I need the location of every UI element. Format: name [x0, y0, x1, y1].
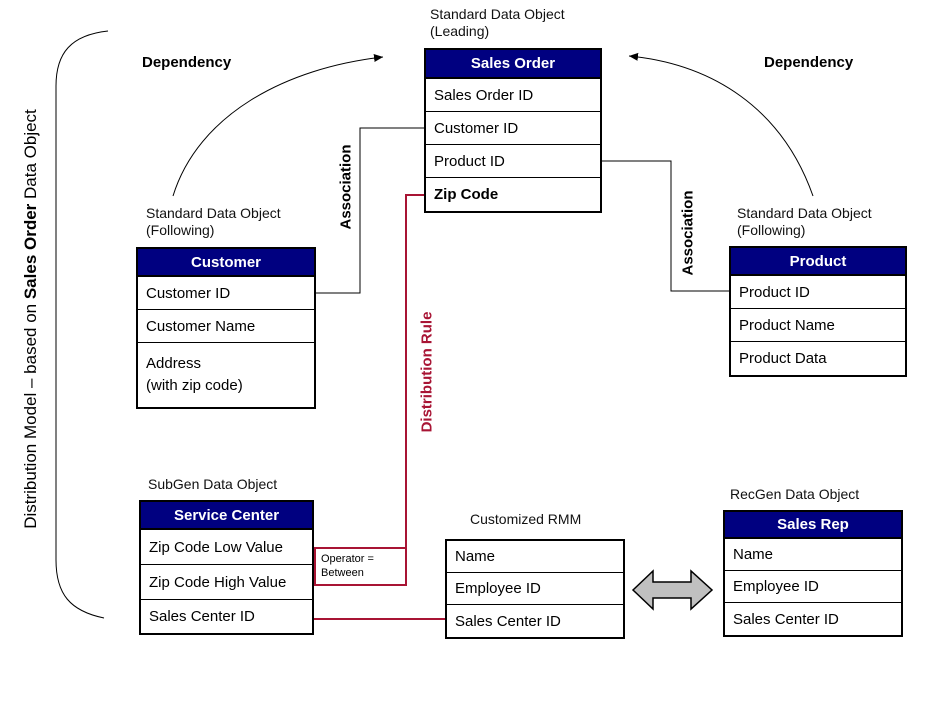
leading-label: Standard Data Object (Leading)	[430, 6, 565, 39]
product-table-title: Product	[731, 248, 905, 276]
association-label-right: Association	[679, 190, 697, 276]
table-row: Sales Center ID	[725, 603, 901, 635]
operator-between-box: Operator = Between	[314, 547, 407, 586]
dependency-label-left: Dependency	[142, 54, 232, 71]
table-row: Customer Name	[138, 310, 314, 343]
distribution-rule-line	[405, 194, 424, 585]
table-row: Name	[725, 539, 901, 571]
table-row: Zip Code High Value	[141, 565, 312, 600]
sales-rep-table: Sales Rep Name Employee ID Sales Center …	[723, 510, 903, 637]
service-center-table: Service Center Zip Code Low Value Zip Co…	[139, 500, 314, 635]
dependency-arrow-right	[628, 52, 814, 197]
side-note-emphasis: Sales Order	[21, 203, 40, 300]
association-connector-left	[316, 127, 424, 294]
following-label-left: Standard Data Object (Following)	[146, 205, 281, 238]
table-row: Name	[447, 541, 623, 573]
table-row: Product Name	[731, 309, 905, 342]
distribution-rule-label: Distribution Rule	[418, 311, 436, 433]
association-label-left: Association	[337, 144, 355, 230]
recgen-label: RecGen Data Object	[730, 486, 860, 502]
customized-rmm-table: Name Employee ID Sales Center ID	[445, 539, 625, 639]
subgen-label: SubGen Data Object	[148, 476, 278, 492]
table-row: Customer ID	[138, 277, 314, 310]
following-label-right: Standard Data Object (Following)	[737, 205, 872, 238]
table-row-address: Address (with zip code)	[138, 343, 314, 407]
product-table: Product Product ID Product Name Product …	[729, 246, 907, 377]
table-row: Zip Code Low Value	[141, 530, 312, 565]
table-row: Product Data	[731, 342, 905, 375]
scope-bracket-curve	[55, 30, 109, 619]
sales-order-table: Sales Order Sales Order ID Customer ID P…	[424, 48, 602, 213]
sync-double-arrow-icon	[631, 569, 714, 611]
side-note: Distribution Model – based on Sales Orde…	[21, 109, 41, 529]
table-row-zip-code: Zip Code	[426, 178, 600, 211]
dependency-label-right: Dependency	[764, 54, 854, 71]
association-connector-right	[601, 160, 729, 292]
table-row: Sales Center ID	[141, 600, 312, 633]
table-row: Sales Center ID	[447, 605, 623, 637]
table-row: Sales Order ID	[426, 79, 600, 112]
customer-table: Customer Customer ID Customer Name Addre…	[136, 247, 316, 409]
customized-rmm-label: Customized RMM	[470, 511, 582, 527]
table-row: Product ID	[426, 145, 600, 178]
dependency-arrow-left	[172, 54, 384, 197]
table-row: Customer ID	[426, 112, 600, 145]
side-note-prefix: Distribution Model – based on	[21, 299, 40, 529]
customer-table-title: Customer	[138, 249, 314, 277]
sales-order-table-title: Sales Order	[426, 50, 600, 79]
table-row: Product ID	[731, 276, 905, 309]
side-note-suffix: Data Object	[21, 109, 40, 204]
service-center-table-title: Service Center	[141, 502, 312, 530]
table-row: Employee ID	[725, 571, 901, 603]
table-row: Employee ID	[447, 573, 623, 605]
sales-rep-table-title: Sales Rep	[725, 512, 901, 539]
